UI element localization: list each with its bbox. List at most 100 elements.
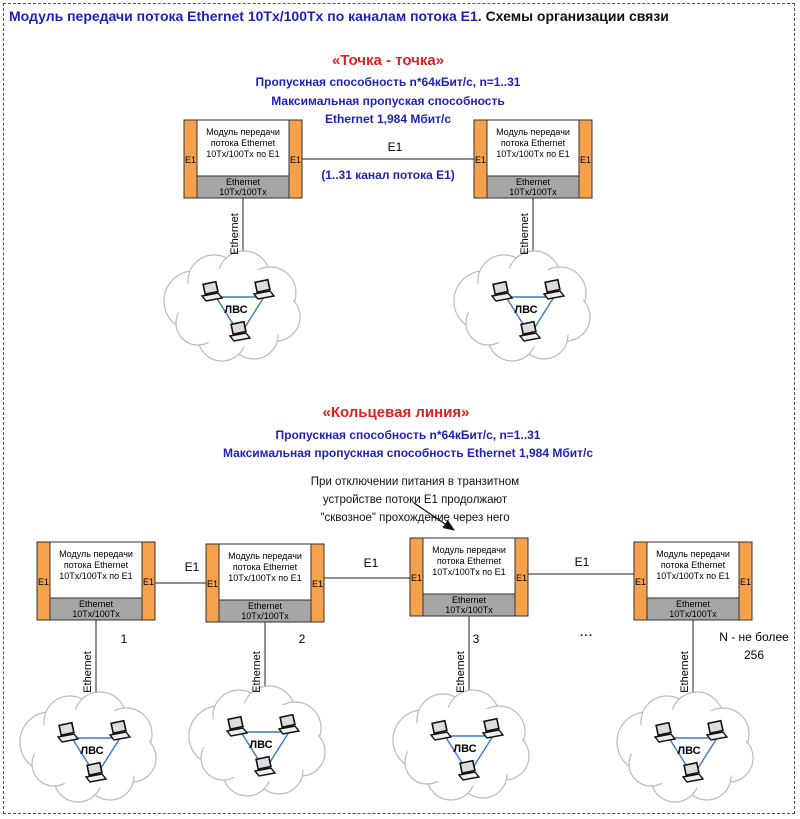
lan-cloud-ring-1: ЛВС — [19, 691, 157, 803]
monitor-shape — [279, 713, 296, 729]
computer-icon — [277, 713, 301, 735]
monitor-shape — [520, 320, 537, 336]
computer-icon — [653, 721, 677, 743]
computer-icon — [481, 717, 505, 739]
e1-port-right-label: E1 — [580, 155, 591, 165]
ethernet-label-p2p-a: Ethernet — [229, 213, 241, 255]
ring-node-n-label-2: 256 — [744, 648, 764, 662]
keyboard-shape — [84, 773, 108, 783]
ring-node-n-label-1: N - не более — [719, 630, 789, 644]
computer-icon — [56, 721, 80, 743]
module-title-line-2: потока Ethernet — [501, 138, 566, 148]
p2p-e1-link-label: E1 — [388, 140, 403, 154]
ring-node-2-label: 2 — [299, 632, 306, 646]
lan-label: ЛВС — [249, 739, 272, 751]
ring-max-bandwidth: Максимальная пропускная способность Ethe… — [222, 446, 594, 460]
ethernet-port-block — [422, 593, 516, 617]
monitor-shape — [483, 717, 500, 733]
ring-ellipsis: ... — [579, 623, 592, 640]
lan-label: ЛВС — [514, 304, 537, 316]
module-title-line-1: Модуль передачи — [228, 551, 302, 561]
ring-heading: «Кольцевая линия» — [322, 404, 470, 421]
lan-cloud-ring-n: ЛВС — [616, 691, 754, 803]
module-title-line-1: Модуль передачи — [496, 127, 570, 137]
ethernet-label-ring-2: Ethernet — [251, 651, 263, 693]
monitor-shape — [254, 278, 271, 294]
computer-icon — [84, 761, 108, 783]
keyboard-shape — [518, 332, 542, 342]
computer-icon — [200, 280, 224, 302]
lan-label: ЛВС — [453, 743, 476, 755]
ring-node-3-label: 3 — [473, 632, 480, 646]
module-title-line-1: Модуль передачи — [656, 549, 730, 559]
e1-port-left-label: E1 — [185, 155, 196, 165]
computer-icon — [108, 719, 132, 741]
diagram-frame — [3, 3, 795, 814]
e1-port-right-label: E1 — [516, 573, 527, 583]
e1-port-right-label: E1 — [740, 577, 751, 587]
monitor-shape — [655, 721, 672, 737]
keyboard-shape — [481, 729, 505, 739]
keyboard-shape — [252, 290, 276, 300]
keyboard-shape — [277, 725, 301, 735]
ethernet-port-label: Ethernet — [79, 599, 114, 609]
keyboard-shape — [56, 733, 80, 743]
p2p-max-bandwidth: Максимальная пропуская способность — [271, 94, 505, 108]
ethernet-port-label: Ethernet — [676, 599, 711, 609]
lan-cloud-ring-2: ЛВС — [188, 685, 326, 797]
monitor-shape — [230, 320, 247, 336]
e1-port-right-label: E1 — [143, 577, 154, 587]
ethernet-port-label: Ethernet — [452, 595, 487, 605]
monitor-shape — [86, 761, 103, 777]
computer-icon — [518, 320, 542, 342]
ethernet-port-speed: 10Tx/100Tx — [219, 187, 267, 197]
monitor-shape — [683, 761, 700, 777]
e1-port-right-label: E1 — [312, 579, 323, 589]
module-title-line-3: 10Tx/100Tx по E1 — [432, 567, 505, 577]
p2p-max-bandwidth-value: Ethernet 1,984 Мбит/с — [324, 112, 452, 126]
keyboard-shape — [653, 733, 677, 743]
ethernet-label-ring-n: Ethernet — [679, 651, 691, 693]
ethernet-port-block — [196, 175, 290, 199]
monitor-shape — [58, 721, 75, 737]
computer-icon — [225, 715, 249, 737]
title-main: Модуль передачи потока Ethernet 10Tx/100… — [9, 8, 482, 24]
ring-e1-label-3-n: E1 — [575, 555, 590, 569]
module-title-line-1: Модуль передачи — [432, 545, 506, 555]
title-sub: Схемы организации связи — [485, 8, 669, 24]
keyboard-shape — [108, 731, 132, 741]
keyboard-shape — [681, 773, 705, 783]
keyboard-shape — [542, 290, 566, 300]
ethernet-port-label: Ethernet — [248, 601, 283, 611]
ethernet-port-speed: 10Tx/100Tx — [72, 609, 120, 619]
p2p-bandwidth: Пропускная способность n*64кБит/с, n=1..… — [255, 75, 521, 89]
module-title-line-2: потока Ethernet — [211, 138, 276, 148]
computer-icon — [252, 278, 276, 300]
keyboard-shape — [705, 731, 729, 741]
ethernet-port-label: Ethernet — [226, 177, 261, 187]
ring-node-1-label: 1 — [121, 632, 128, 646]
page-title: Модуль передачи потока Ethernet 10Tx/100… — [9, 8, 669, 24]
lan-cloud-p2p-a: ЛВС — [163, 250, 301, 362]
e1-port-left-label: E1 — [635, 577, 646, 587]
ring-note-line-1: При отключении питания в транзитном — [310, 476, 520, 488]
ethernet-label-ring-1: Ethernet — [82, 651, 94, 693]
monitor-shape — [459, 759, 476, 775]
e1-port-right-label: E1 — [290, 155, 301, 165]
monitor-shape — [227, 715, 244, 731]
ethernet-port-block — [646, 597, 740, 621]
keyboard-shape — [228, 332, 252, 342]
ring-bandwidth: Пропускная способность n*64кБит/с, n=1..… — [275, 428, 541, 442]
module-title-line-1: Модуль передачи — [206, 127, 280, 137]
module-title-line-2: потока Ethernet — [661, 560, 726, 570]
e1-port-left-label: E1 — [411, 573, 422, 583]
computer-icon — [429, 719, 453, 741]
lan-label: ЛВС — [80, 745, 103, 757]
lan-label: ЛВС — [677, 745, 700, 757]
